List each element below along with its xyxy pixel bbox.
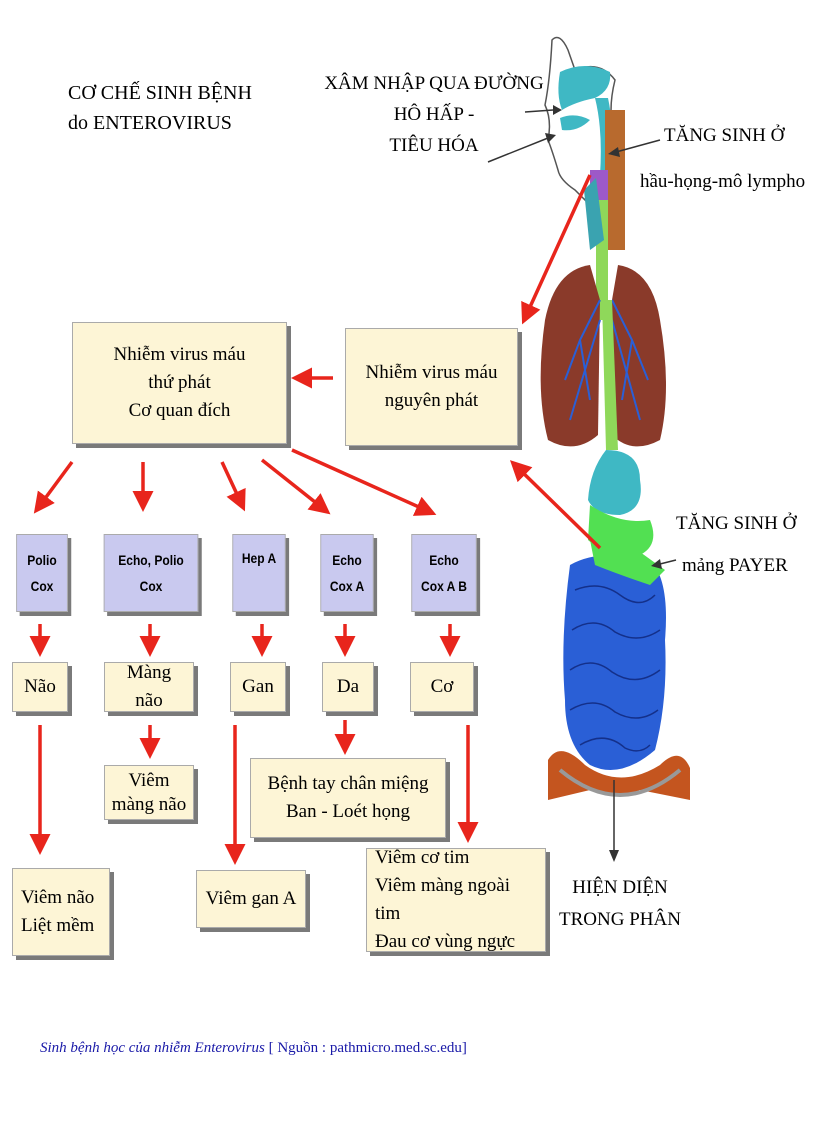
- nasal-cavity: [558, 66, 611, 110]
- entry-arrow-nose-head: [553, 105, 562, 115]
- intestines: [563, 555, 666, 770]
- tangsinh-arrow-throat: [615, 139, 661, 153]
- tangsinh-arrow-payer-head: [651, 559, 662, 569]
- virus-box-echo-cox-a: Echo Cox A: [320, 534, 374, 612]
- arrow-secondary-to-v5: [291, 448, 437, 516]
- arrow-secondary-to-v3: [220, 461, 246, 512]
- virus-box-polio-cox: Polio Cox: [16, 534, 68, 612]
- stomach: [588, 450, 641, 515]
- arrow-secondary-to-v4: [260, 458, 331, 515]
- spine: [605, 110, 625, 250]
- tangsinh-payer-label-1: TĂNG SINH Ở: [676, 513, 797, 534]
- disease-box-hfmd: Bệnh tay chân miệng Ban - Loét họng: [250, 758, 446, 838]
- diagram-title: CƠ CHẾ SINH BỆNH do ENTEROVIRUS: [68, 78, 252, 138]
- entry-route-label: XÂM NHẬP QUA ĐƯỜNG HÔ HẤP - TIÊU HÓA: [324, 73, 544, 156]
- entry-arrow-mouth-head: [545, 133, 556, 143]
- duodenum: [588, 505, 654, 556]
- tangsinh-throat-label-1: TĂNG SINH Ở: [664, 125, 785, 146]
- tangsinh-arrow-throat-head: [608, 147, 620, 157]
- tangsinh-throat-label-2: hầu-họng-mô lympho: [640, 171, 806, 192]
- neck-tissue: [584, 178, 604, 250]
- organ-box-skin: Da: [322, 662, 374, 712]
- organ-box-muscle: Cơ: [410, 662, 474, 712]
- virus-box-hep-a: Hep A: [232, 534, 286, 612]
- caption-source: [ Nguồn : pathmicro.med.sc.edu]: [264, 1040, 467, 1056]
- feces-label: HIỆN DIỆN TRONG PHÂN: [559, 877, 681, 930]
- entry-arrow-nose: [524, 109, 554, 113]
- disease-box-hepatitis: Viêm gan A: [196, 870, 306, 928]
- bronchi: [564, 299, 649, 421]
- virus-box-echo-polio-cox: Echo, Polio Cox: [103, 534, 199, 612]
- arrow-secondary-to-v1: [33, 460, 74, 514]
- disease-box-muscle: Viêm cơ tim Viêm màng ngoài tim Đau cơ v…: [366, 847, 546, 952]
- peyer-patch: [590, 540, 665, 585]
- tangsinh-payer-label-2: mảng PAYER: [682, 555, 788, 576]
- figure-caption: Sinh bệnh học của nhiễm Enterovirus [ Ng…: [40, 1040, 467, 1057]
- secondary-viremia-box: Nhiễm virus máu thứ phát Cơ quan đích: [72, 322, 287, 444]
- caption-title: Sinh bệnh học của nhiễm Enterovirus: [40, 1040, 265, 1056]
- esophagus: [602, 300, 618, 450]
- disease-box-encephalitis: Viêm não Liệt mềm: [12, 868, 110, 956]
- title-line-1: CƠ CHẾ SINH BỆNH: [68, 82, 252, 104]
- primary-viremia-box: Nhiễm virus máu nguyên phát: [345, 328, 518, 446]
- disease-box-meningitis: Viêm màng não: [104, 765, 194, 820]
- feces-arrow-head: [609, 850, 619, 862]
- intestine-coils: [569, 585, 661, 752]
- pelvis-shadow: [558, 768, 682, 798]
- title-line-2: do ENTEROVIRUS: [68, 112, 232, 134]
- organ-box-meninges: Màng não: [104, 662, 194, 712]
- arrow-gut-to-primary: [509, 460, 602, 550]
- entry-arrow-mouth: [487, 137, 549, 163]
- arrow-throat-to-primary: [521, 174, 592, 325]
- mouth: [560, 115, 590, 131]
- organ-box-liver: Gan: [230, 662, 286, 712]
- virus-box-echo-cox-ab: Echo Cox A B: [411, 534, 477, 612]
- tangsinh-arrow-payer: [659, 559, 677, 565]
- organ-box-brain: Não: [12, 662, 68, 712]
- left-lung: [540, 265, 600, 447]
